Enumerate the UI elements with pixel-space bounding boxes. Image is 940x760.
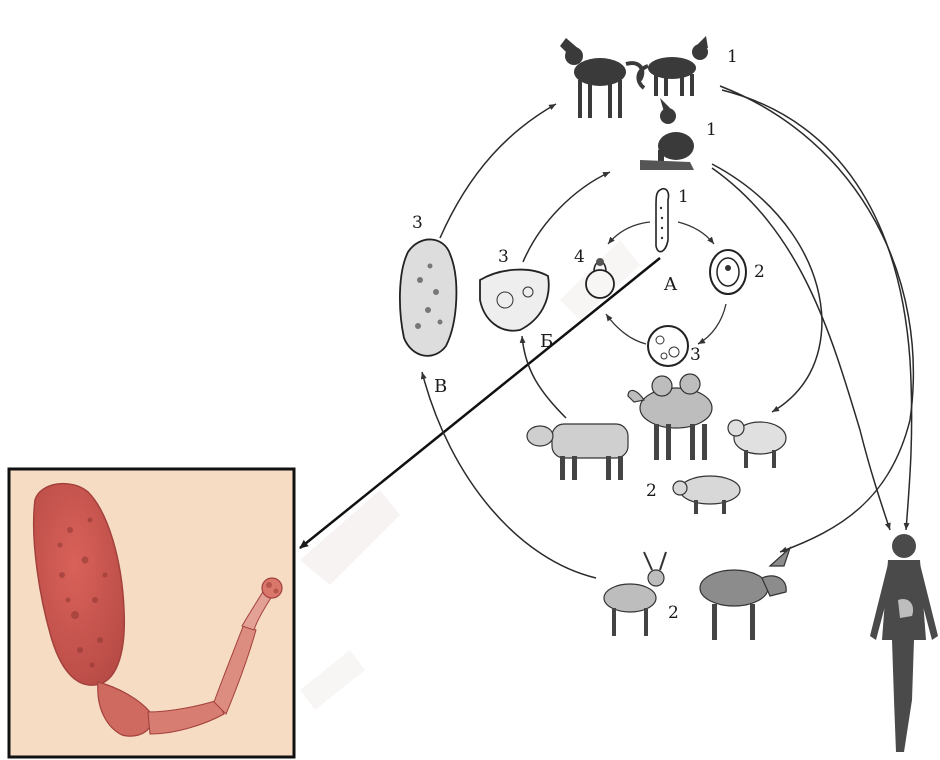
lung-organ [400, 239, 456, 355]
label-dog: 1 [706, 120, 717, 140]
label-lung-number: 3 [412, 213, 423, 233]
label-liver-number: 3 [498, 247, 509, 267]
label-wolves: 1 [727, 47, 738, 67]
watermark [300, 240, 640, 710]
deer-intermediate-host [604, 552, 666, 636]
adult-worm-center [656, 189, 669, 252]
oncosphere-stage [648, 326, 688, 366]
egg-stage [710, 250, 746, 294]
sheep-intermediate-host [728, 420, 786, 468]
tapeworm-photo-panel [9, 469, 294, 757]
label-deer: 2 [668, 603, 679, 623]
liver-organ [480, 270, 549, 331]
human-accidental-host [870, 534, 938, 752]
label-liver-letter: Б [540, 331, 553, 352]
moose-intermediate-host [700, 548, 790, 640]
wolves-definitive-hosts [560, 36, 708, 118]
camel-intermediate-host [628, 374, 712, 460]
dog-definitive-host [640, 98, 694, 170]
label-worm: 1 [678, 187, 689, 207]
label-lung-letter: B [434, 376, 447, 397]
label-oncosphere: 3 [690, 345, 701, 365]
label-livestock: 2 [646, 481, 657, 501]
label-larva: 4 [574, 247, 585, 267]
cow-intermediate-host [527, 424, 628, 480]
label-egg: 2 [754, 262, 765, 282]
label-center-letter: A [663, 274, 678, 295]
cycle-arrows [422, 86, 913, 578]
pig-intermediate-host [673, 476, 740, 514]
